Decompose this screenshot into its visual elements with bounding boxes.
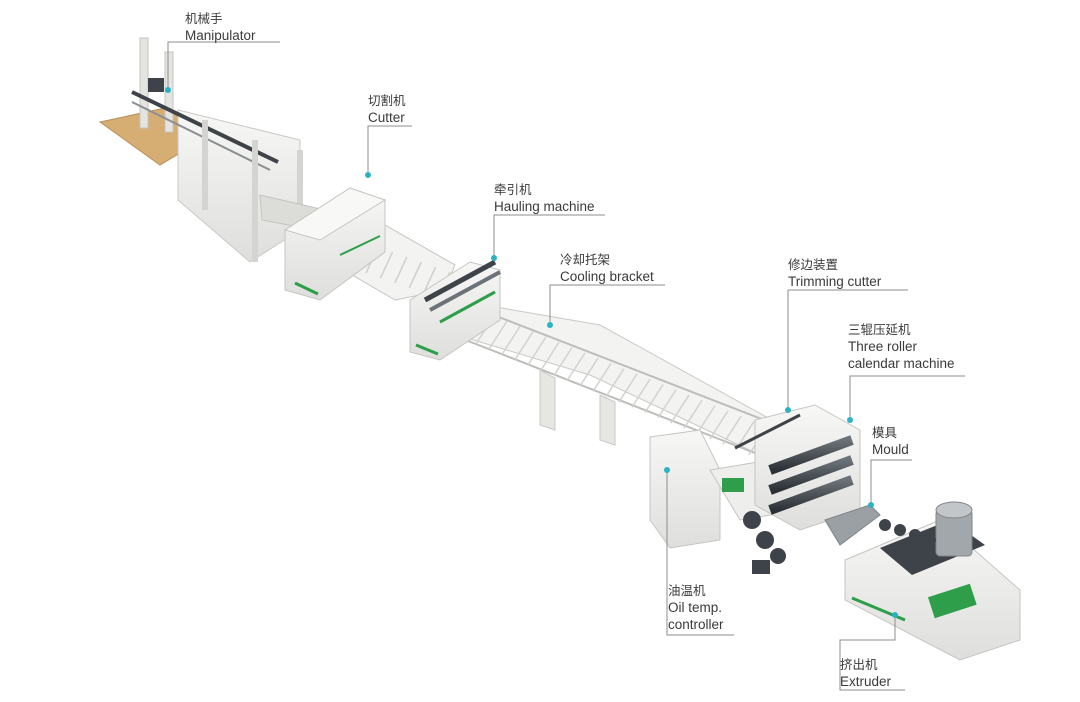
- roller-slat: [696, 405, 716, 435]
- cutter-machine: [283, 187, 387, 301]
- roller-slat: [592, 362, 612, 392]
- label-trimming: 修边装置 Trimming cutter: [788, 256, 881, 290]
- roller-slat: [722, 415, 742, 445]
- label-en: Mould: [872, 442, 909, 457]
- extruder-machine: [844, 501, 1021, 661]
- roller-slat: [408, 261, 422, 289]
- roller-slat: [657, 389, 677, 419]
- roller-slat: [631, 378, 651, 408]
- roller-slat: [379, 251, 394, 279]
- roller-slat: [553, 347, 573, 376]
- label-hauling: 牵引机 Hauling machine: [494, 181, 595, 215]
- label-mould: 模具 Mould: [872, 424, 909, 458]
- label-en: Trimming cutter: [788, 274, 882, 289]
- roller-slat: [644, 384, 664, 413]
- roller-slat: [514, 331, 534, 361]
- roller-slat: [566, 352, 586, 382]
- roller-slat: [501, 325, 521, 355]
- label-cooling: 冷却托架 Cooling bracket: [560, 251, 654, 285]
- label-cn: 切割机: [368, 93, 406, 108]
- label-en: Cooling bracket: [560, 269, 654, 284]
- roller-slat: [618, 373, 638, 403]
- roller-slat: [540, 341, 560, 371]
- label-cn: 模具: [872, 425, 898, 440]
- label-cn: 三辊压延机: [848, 322, 911, 337]
- label-en: Hauling machine: [494, 199, 595, 214]
- label-en: controller: [668, 617, 724, 632]
- hauling-machine: [409, 259, 501, 361]
- label-cn: 修边装置: [788, 257, 839, 272]
- label-cn: 机械手: [185, 11, 223, 26]
- label-cn: 挤出机: [840, 657, 878, 672]
- roller-slat: [527, 336, 547, 366]
- label-cutter: 切割机 Cutter: [368, 92, 406, 126]
- three-roller-calendar-machine: [734, 404, 861, 574]
- roller-slat: [422, 266, 437, 294]
- label-cn: 牵引机: [494, 182, 532, 197]
- label-three-roller: 三辊压延机 Three roller calendar machine: [848, 321, 955, 372]
- leader-dots: [165, 87, 898, 618]
- label-manipulator: 机械手 Manipulator: [185, 10, 256, 44]
- label-en: Three roller: [848, 339, 918, 354]
- roller-slat: [709, 410, 729, 440]
- label-en: Oil temp.: [668, 600, 723, 615]
- roller-slat: [394, 256, 408, 284]
- mould-machine: [824, 504, 881, 546]
- label-cn: 冷却托架: [560, 252, 611, 267]
- label-en: Extruder: [840, 674, 892, 689]
- label-extruder: 挤出机 Extruder: [840, 656, 891, 690]
- label-en: Cutter: [368, 110, 405, 125]
- label-cn: 油温机: [668, 583, 706, 598]
- roller-slat: [670, 394, 690, 424]
- manipulator-machine: [98, 37, 326, 263]
- roller-slat: [605, 368, 625, 398]
- roller-slat: [579, 357, 599, 387]
- roller-slat: [488, 320, 508, 350]
- roller-slat: [683, 399, 703, 429]
- label-en: calendar machine: [848, 356, 955, 371]
- label-oil-temp: 油温机 Oil temp. controller: [668, 582, 724, 633]
- leader-lines: [167, 41, 965, 691]
- label-en: Manipulator: [185, 28, 256, 43]
